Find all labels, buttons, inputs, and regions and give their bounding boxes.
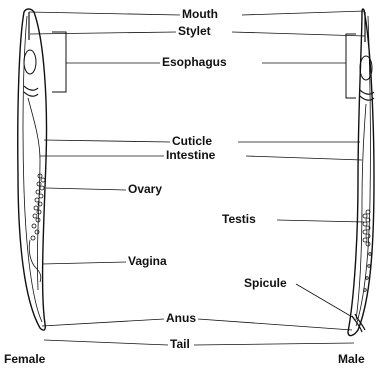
label-mouth: Mouth <box>182 8 218 21</box>
male-testis <box>363 210 371 291</box>
label-tail: Tail <box>170 338 190 351</box>
label-female: Female <box>4 353 45 366</box>
label-vagina: Vagina <box>128 255 167 268</box>
label-esophagus: Esophagus <box>162 56 227 69</box>
label-testis: Testis <box>222 213 256 226</box>
label-stylet: Stylet <box>178 25 211 38</box>
label-ovary: Ovary <box>128 183 162 196</box>
label-spicule: Spicule <box>244 277 287 290</box>
label-intestine: Intestine <box>166 149 215 162</box>
label-anus: Anus <box>166 312 196 325</box>
male-nematode-body <box>348 9 374 336</box>
female-nematode-body <box>18 9 47 330</box>
label-male: Male <box>338 353 365 366</box>
label-cuticle: Cuticle <box>172 135 212 148</box>
